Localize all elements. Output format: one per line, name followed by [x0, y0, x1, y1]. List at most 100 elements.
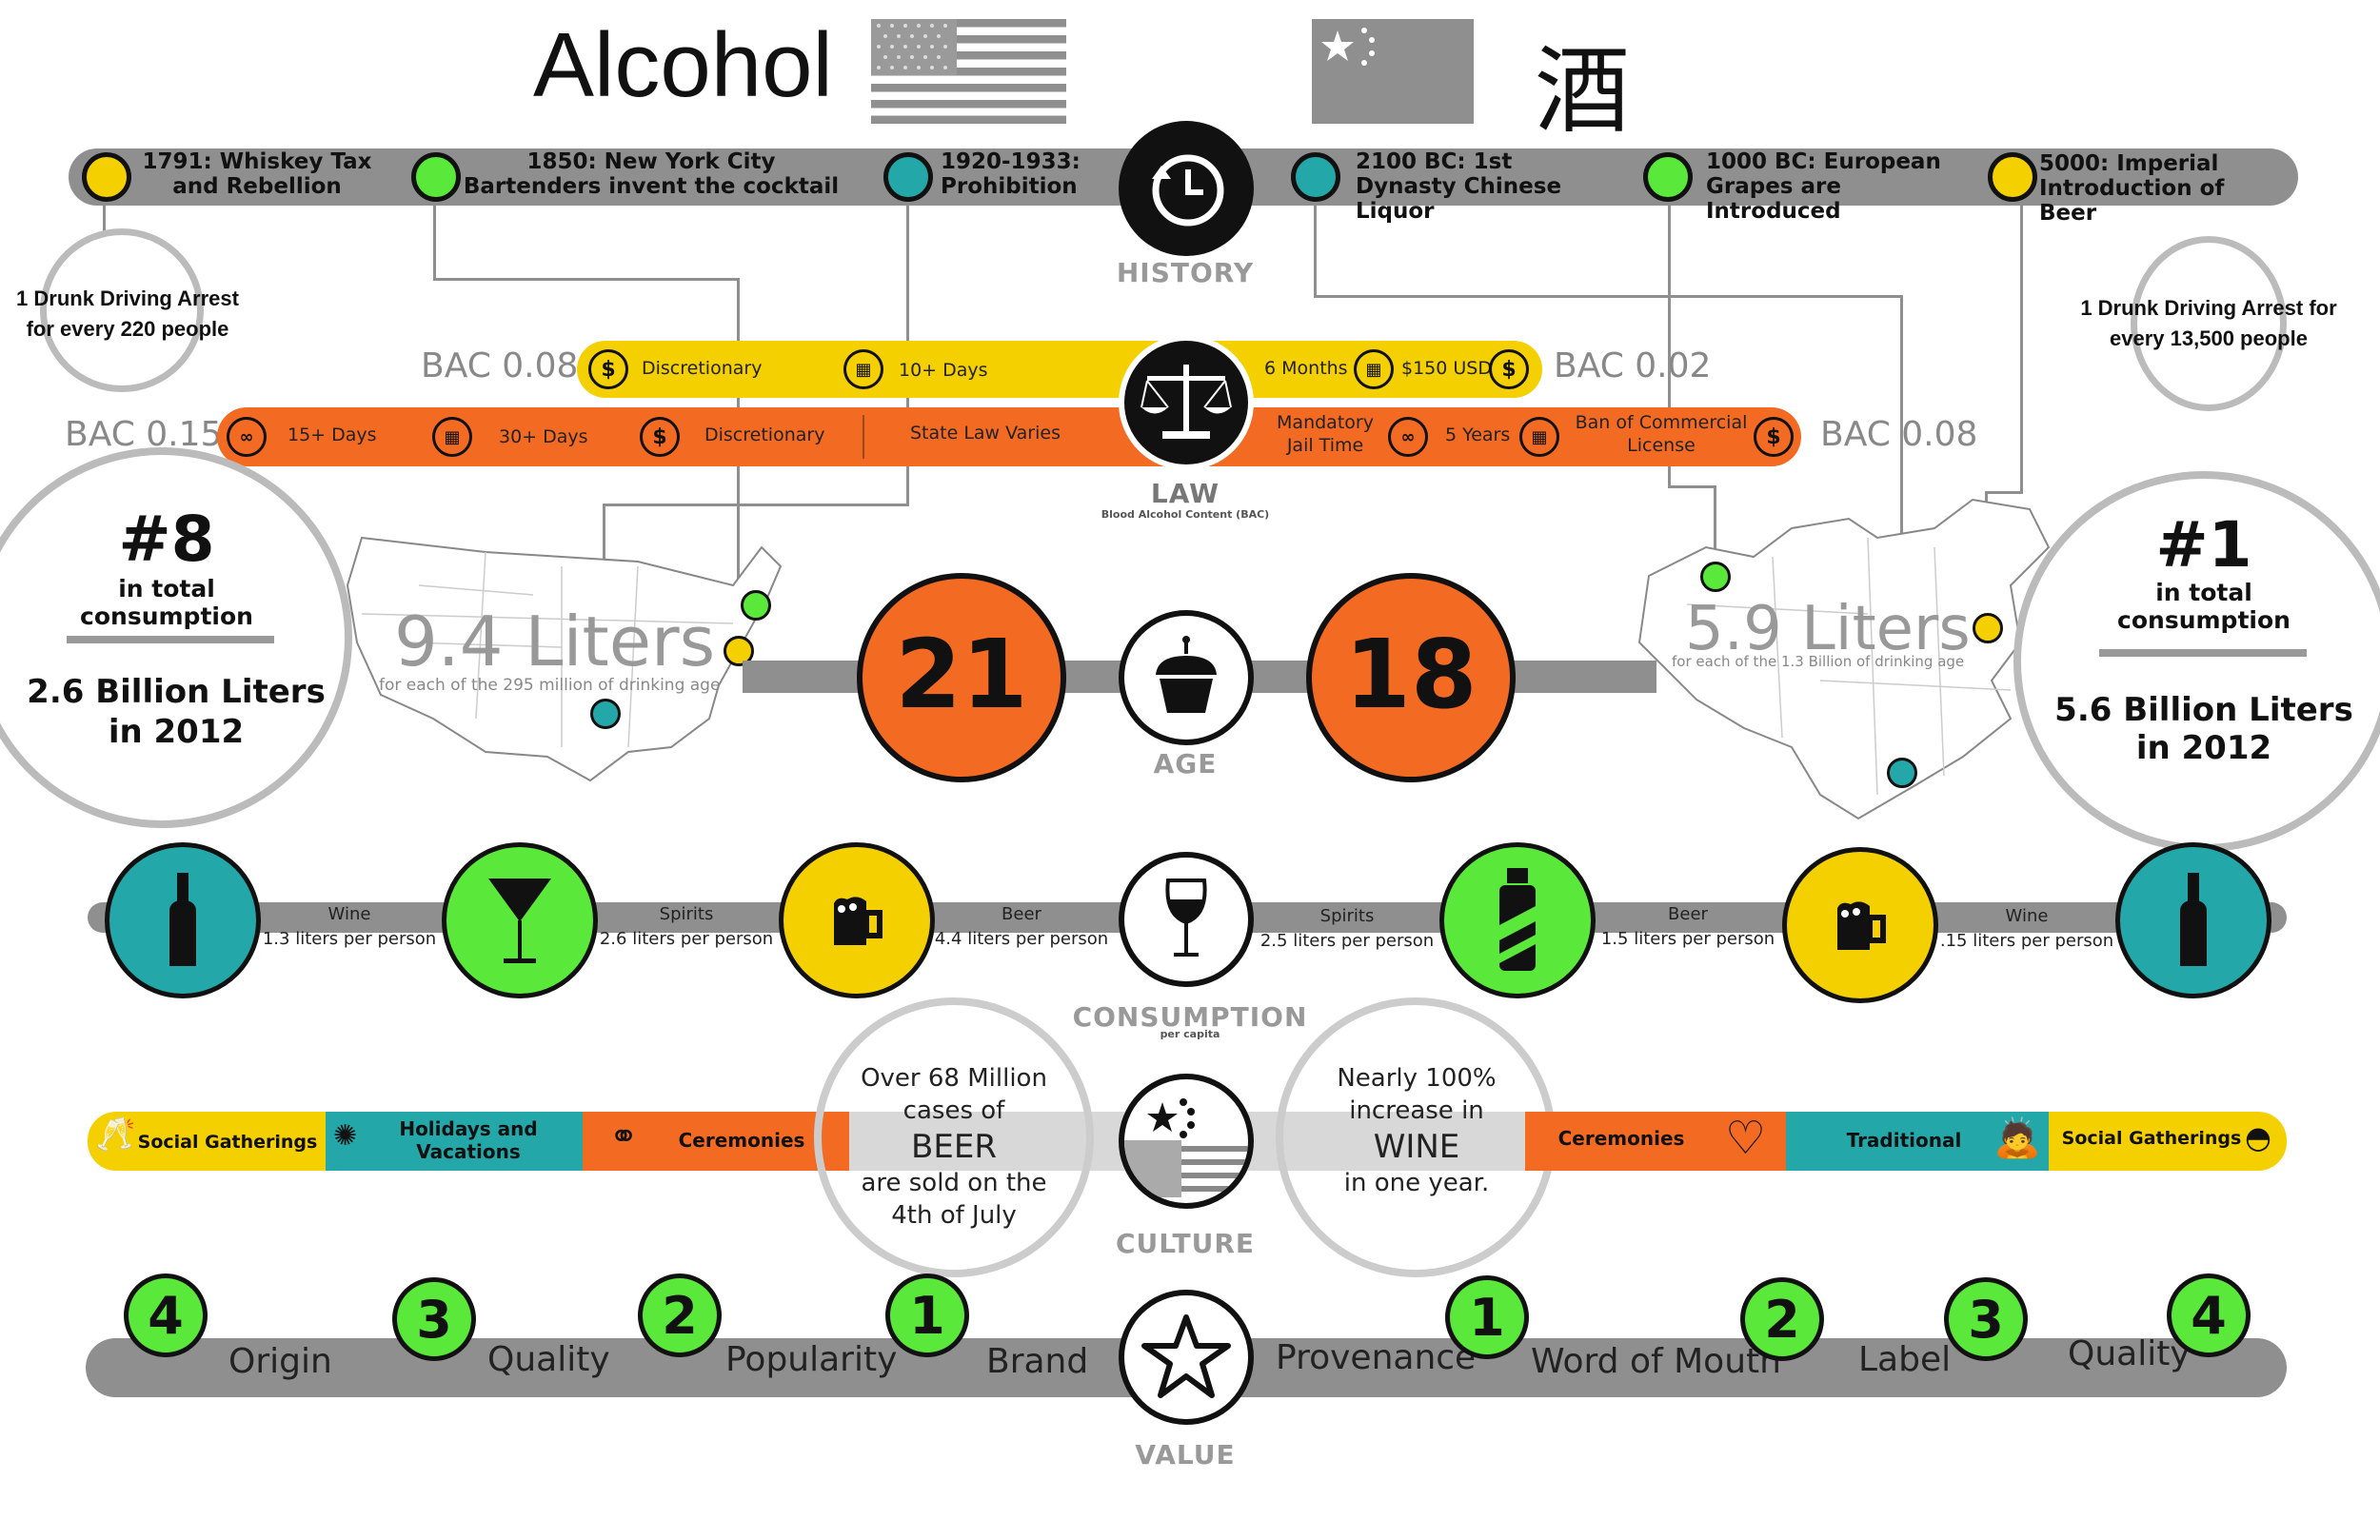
history-event-5000: 5000: Imperial Introduction of Beer — [2039, 151, 2225, 226]
cn-rank-label: in total consumption — [2117, 579, 2291, 634]
jail-icon: ▦ — [1519, 417, 1559, 457]
wine-bottle-icon — [2180, 873, 2207, 966]
culture-flags-icon — [1119, 1074, 1254, 1209]
us-liters: 9.4 Liters — [394, 602, 716, 681]
cn-drunk-driving-circle — [2131, 236, 2287, 411]
us-rank-circle — [0, 447, 352, 828]
history-dot-1791[interactable] — [82, 152, 131, 202]
us-value-rank-1: 1 — [885, 1273, 969, 1357]
jail-icon: ▦ — [843, 349, 883, 389]
jail-icon: ▦ — [432, 417, 472, 457]
cn-rank: #1 — [2155, 508, 2252, 582]
title-zh: 酒 — [1535, 35, 1630, 147]
history-dot-1920[interactable] — [883, 152, 933, 202]
culture-label: CULTURE — [1115, 1228, 1255, 1259]
us-value-quality: Quality — [487, 1340, 610, 1379]
us-value-origin: Origin — [228, 1342, 332, 1381]
history-dot-1000bc[interactable] — [1643, 152, 1693, 202]
law-yellow-item-3: 6 Months — [1264, 358, 1348, 379]
cn-value-rank-1: 1 — [1445, 1275, 1529, 1359]
map-dot-cn-1000bc[interactable] — [1700, 562, 1731, 592]
culture-cn-social — [2049, 1112, 2287, 1171]
value-label: VALUE — [1135, 1439, 1236, 1471]
cn-age: 18 — [1344, 619, 1478, 730]
cn-consumption-wine: Wine.15 liters per person — [1939, 906, 2114, 951]
us-age-circle — [857, 573, 1066, 782]
history-clock-icon — [1119, 121, 1254, 256]
consumption-label: CONSUMPTION — [1072, 1001, 1308, 1033]
us-spirits-circle — [442, 842, 598, 998]
cn-total: 5.6 Billion Liters in 2012 — [2054, 691, 2353, 767]
history-dot-1850[interactable] — [411, 152, 461, 202]
culture-cn-item-2: Traditional — [1846, 1129, 1962, 1152]
culture-cn-traditional — [1786, 1112, 2049, 1171]
cn-liters-caption: for each of the 1.3 Billion of drinking … — [1672, 653, 1965, 670]
jail-icon: ▦ — [1354, 349, 1394, 389]
cn-value-label: Label — [1858, 1340, 1952, 1379]
culture-us-ceremonies — [583, 1112, 849, 1171]
history-dot-2100bc[interactable] — [1291, 152, 1340, 202]
cn-value-rank-4: 4 — [2167, 1273, 2251, 1357]
map-dot-us-1791[interactable] — [724, 636, 754, 666]
law-yellow-item-4: $150 USD — [1401, 358, 1492, 379]
law-yellow-item-2: 10+ Days — [899, 360, 988, 381]
us-beer-circle — [779, 842, 935, 998]
history-dot-5000[interactable] — [1988, 152, 2037, 202]
history-event-1791: 1791: Whiskey Tax and Rebellion — [142, 149, 372, 199]
law-orange-item-1: 15+ Days — [288, 424, 377, 445]
dollar-icon: $ — [1489, 349, 1529, 389]
beer-mug-icon — [1837, 901, 1886, 950]
map-dot-us-1850[interactable] — [741, 590, 771, 621]
us-bac-low: BAC 0.08 — [421, 346, 579, 385]
culture-cn-item-3: Social Gatherings — [2061, 1128, 2242, 1149]
history-label: HISTORY — [1116, 257, 1255, 288]
consumption-sublabel: per capita — [1160, 1028, 1220, 1040]
us-value-rank-2: 2 — [638, 1273, 722, 1357]
us-rank-label: in total consumption — [80, 575, 253, 630]
culture-us-item-3: Ceremonies — [678, 1129, 805, 1152]
cn-spirits-circle — [1439, 842, 1596, 998]
dollar-icon: $ — [1754, 417, 1794, 457]
china-flag-icon — [1312, 19, 1474, 124]
law-orange-item-3: Discretionary — [704, 424, 825, 445]
us-rank: #8 — [118, 503, 215, 576]
cn-age-circle — [1306, 573, 1516, 782]
champagne-glasses-icon: 🥂 — [95, 1116, 136, 1154]
cn-beer-circle — [1782, 847, 1938, 1003]
cn-value-rank-2: 2 — [1740, 1277, 1824, 1361]
map-dot-cn-5000[interactable] — [1973, 613, 2003, 643]
cn-wine-circle — [2115, 842, 2271, 998]
dollar-icon: $ — [640, 417, 680, 457]
age-label: AGE — [1153, 748, 1218, 780]
map-dot-us-1920[interactable] — [590, 699, 621, 729]
us-value-brand: Brand — [986, 1342, 1089, 1381]
heart-icon: ♡ — [1725, 1112, 1767, 1165]
cn-value-quality: Quality — [2068, 1334, 2191, 1373]
fireworks-icon: ✺ — [333, 1119, 358, 1153]
title-en: Alcohol — [533, 14, 833, 116]
food-bowl-icon: ◓ — [2245, 1119, 2271, 1155]
us-value-popularity: Popularity — [725, 1340, 898, 1379]
us-beer-fact-circle — [814, 997, 1094, 1277]
cn-value-rank-3: 3 — [1944, 1277, 2028, 1361]
law-orange-item-6: 5 Years — [1445, 424, 1511, 445]
consumption-wine-glass-icon — [1119, 852, 1254, 987]
law-orange-item-2: 30+ Days — [499, 426, 588, 447]
us-drunk-driving-circle — [40, 228, 204, 392]
handcuffs-icon: ∞ — [1388, 417, 1428, 457]
age-cupcake-icon — [1119, 610, 1254, 745]
culture-us-item-2: Holidays and Vacations — [399, 1117, 538, 1163]
culture-us-item-1: Social Gatherings — [137, 1132, 318, 1153]
culture-us-social — [88, 1112, 326, 1171]
us-total: 2.6 Billion Liters in 2012 — [27, 673, 326, 751]
culture-cn-item-1: Ceremonies — [1557, 1127, 1685, 1150]
cn-drunk-driving-text: 1 Drunk Driving Arrest for every 13,500 … — [2080, 296, 2337, 350]
cocktail-glass-icon — [488, 879, 551, 963]
us-wine-circle — [105, 842, 261, 998]
map-dot-cn-2100bc[interactable] — [1887, 758, 1917, 788]
